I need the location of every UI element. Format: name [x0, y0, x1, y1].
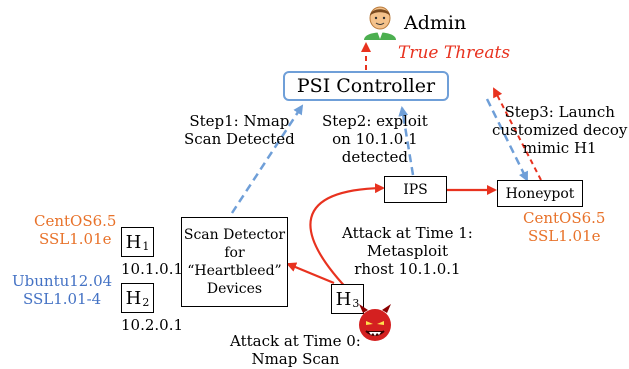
admin-person-icon	[364, 6, 396, 40]
host-h3-sub: 3	[352, 296, 360, 310]
step3-line: Step3: Launch	[504, 103, 615, 121]
host-h2-os: Ubuntu12.04 SSL1.01-4	[12, 272, 112, 308]
step1-line: Step1: Nmap	[189, 112, 290, 130]
host-h1-name: H	[125, 231, 142, 253]
step2-line: detected	[341, 148, 409, 166]
honeypot-label: Honeypot	[505, 185, 575, 202]
honeypot-os-line: SSL1.01e	[527, 227, 601, 245]
host-h1-ip: 10.1.0.1	[121, 260, 184, 278]
host-h3-name: H	[335, 288, 352, 310]
honeypot-os-label: CentOS6.5 SSL1.01e	[523, 209, 605, 245]
attack-time1-line: rhost 10.1.0.1	[354, 260, 461, 278]
host-h2-ip: 10.2.0.1	[121, 316, 184, 334]
ips-box: IPS	[384, 176, 447, 203]
scan-detector-line: Scan Detector	[183, 227, 286, 243]
host-h2-os-line: Ubuntu12.04	[12, 272, 113, 290]
host-h2-name: H	[125, 287, 142, 309]
step3-line: mimic H1	[522, 139, 597, 157]
scan-detector-line: Devices	[206, 281, 263, 297]
host-h1-sub: 1	[142, 239, 150, 253]
honeypot-report-arrow	[493, 87, 542, 181]
psi-controller-box: PSI Controller	[283, 71, 449, 101]
attack-time1-label: Attack at Time 1: Metasploit rhost 10.1.…	[342, 224, 473, 278]
step3-label: Step3: Launch customized decoy mimic H1	[492, 103, 627, 157]
psi-controller-label: PSI Controller	[296, 75, 436, 97]
step1-arrow	[230, 104, 304, 214]
step1-line: Scan Detected	[184, 130, 295, 148]
host-h2-sub: 2	[142, 295, 150, 309]
step3-line: customized decoy	[492, 121, 628, 139]
honeypot-os-line: CentOS6.5	[523, 209, 606, 227]
step3-arrow-down	[485, 98, 529, 182]
attack-time1-arrow	[309, 183, 385, 295]
host-h1-os-line: CentOS6.5	[34, 212, 117, 230]
devil-attacker-icon	[359, 304, 391, 341]
true-threats-label: True Threats	[398, 43, 511, 63]
attack-time0-arrow	[286, 262, 335, 285]
ips-label: IPS	[403, 181, 428, 198]
scan-detector-box: Scan Detector for “Heartbleed” Devices	[181, 217, 288, 307]
attack-time1-line: Metasploit	[366, 242, 448, 260]
step2-line: Step2: exploit	[322, 112, 428, 130]
attack-time1-line: Attack at Time 1:	[342, 224, 473, 242]
host-h1-os-line: SSL1.01e	[38, 230, 112, 248]
host-h1-os: CentOS6.5 SSL1.01e	[34, 212, 116, 248]
host-h2-os-line: SSL1.01-4	[22, 290, 102, 308]
step2-arrow	[398, 106, 415, 176]
attack-time0-line: Nmap Scan	[251, 350, 340, 368]
step2-line: on 10.1.0.1	[332, 130, 418, 148]
honeypot-box: Honeypot	[497, 180, 583, 207]
scan-detector-line: for	[224, 245, 245, 261]
step1-label: Step1: Nmap Scan Detected	[184, 112, 295, 148]
attack-time0-line: Attack at Time 0:	[230, 332, 361, 350]
admin-label: Admin	[404, 12, 467, 34]
attack-time0-label: Attack at Time 0: Nmap Scan	[230, 332, 361, 368]
scan-detector-line: “Heartbleed”	[187, 263, 282, 279]
step2-label: Step2: exploit on 10.1.0.1 detected	[322, 112, 428, 166]
